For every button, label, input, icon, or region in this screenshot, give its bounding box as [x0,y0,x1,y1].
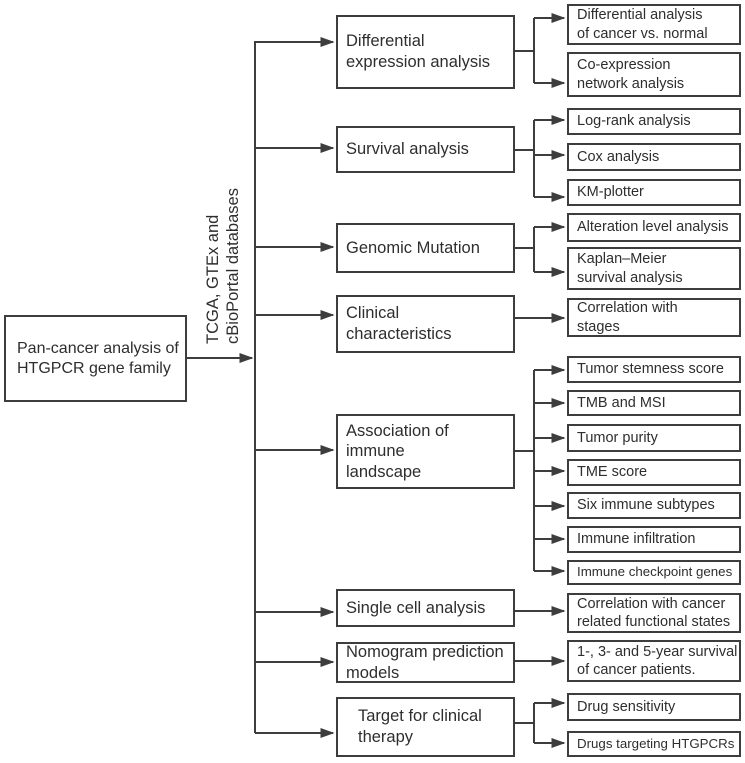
leaf-box-coexpression-network: Co-expression network analysis [567,52,741,97]
leaf-box-kaplan-meier: Kaplan–Meier survival analysis [567,247,741,290]
leaf-box-drugs-targeting-htgpcrs: Drugs targeting HTGPCRs [567,731,741,757]
databases-label: TCGA, GTEx and cBioPortal databases [204,188,244,344]
databases-label-line1: TCGA, GTEx and [204,214,223,344]
leaf-box-tumor-stemness: Tumor stemness score [567,356,741,383]
leaf-box-immune-checkpoint-genes: Immune checkpoint genes [567,560,741,585]
branch-box-survival-analysis: Survival analysis [336,126,515,173]
branch-box-single-cell: Single cell analysis [336,589,515,627]
leaf-box-drug-sensitivity: Drug sensitivity [567,693,741,721]
leaf-box-correlation-functional-states: Correlation with cancer related function… [567,593,741,633]
branch-box-clinical-characteristics: Clinical characteristics [336,295,515,353]
leaf-box-year-survival: 1-, 3- and 5-year survival of cancer pat… [567,640,741,682]
branch-box-genomic-mutation: Genomic Mutation [336,223,515,273]
databases-label-line2: cBioPortal databases [224,188,242,344]
leaf-box-km-plotter: KM-plotter [567,179,741,206]
leaf-box-tme-score: TME score [567,459,741,486]
leaf-box-log-rank: Log-rank analysis [567,108,741,135]
leaf-box-six-immune-subtypes: Six immune subtypes [567,492,741,519]
leaf-box-differential-cancer-vs-normal: Differential analysis of cancer vs. norm… [567,4,741,45]
branch-box-nomogram-models: Nomogram prediction models [336,642,515,683]
root-box: Pan-cancer analysis of HTGPCR gene famil… [4,315,187,402]
leaf-box-tmb-msi: TMB and MSI [567,390,741,416]
branch-box-clinical-therapy: Target for clinical therapy [336,697,515,757]
leaf-box-immune-infiltration: Immune infiltration [567,526,741,553]
branch-box-immune-landscape: Association of immune landscape [336,414,515,489]
leaf-box-correlation-stages: Correlation with stages [567,298,741,337]
branch-box-differential-expression: Differential expression analysis [336,15,515,89]
leaf-box-cox-analysis: Cox analysis [567,143,741,171]
leaf-box-alteration-level: Alteration level analysis [567,213,741,242]
leaf-box-tumor-purity: Tumor purity [567,424,741,452]
